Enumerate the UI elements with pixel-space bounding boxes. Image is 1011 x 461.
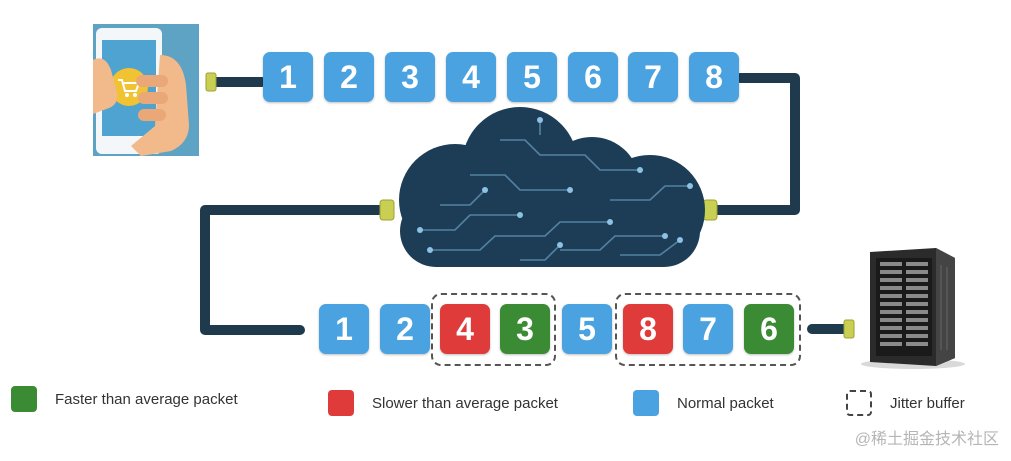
server-tower-icon xyxy=(861,248,965,369)
bottom-packet: 7 xyxy=(683,304,733,354)
jitter-buffer-box xyxy=(615,293,801,366)
network-pipe xyxy=(200,73,852,335)
pipe-connectors xyxy=(205,72,855,339)
slow-packet-swatch xyxy=(328,390,354,416)
bottom-packet: 2 xyxy=(380,304,430,354)
jitter-buffer-swatch xyxy=(846,390,872,416)
legend-jitter: Jitter buffer xyxy=(846,390,965,416)
bottom-packet: 5 xyxy=(562,304,612,354)
top-packet: 5 xyxy=(507,52,557,102)
bottom-packet: 6 xyxy=(744,304,794,354)
top-packet: 4 xyxy=(446,52,496,102)
legend-normal-label: Normal packet xyxy=(677,394,774,412)
fast-packet-swatch xyxy=(11,386,37,412)
jitter-buffer-box xyxy=(431,293,556,366)
legend-slow-label: Slower than average packet xyxy=(372,394,558,412)
bottom-packet: 3 xyxy=(500,304,550,354)
top-packet: 2 xyxy=(324,52,374,102)
connector-server xyxy=(843,319,855,339)
circuit-cloud-icon xyxy=(399,107,705,267)
top-packet: 7 xyxy=(628,52,678,102)
bottom-packet: 8 xyxy=(623,304,673,354)
normal-packet-swatch xyxy=(633,390,659,416)
top-packet: 3 xyxy=(385,52,435,102)
legend-fast-label: Faster than average packet xyxy=(55,390,238,408)
legend-jitter-label: Jitter buffer xyxy=(890,394,965,412)
connector-phone xyxy=(205,72,217,92)
bottom-packet: 1 xyxy=(319,304,369,354)
connector-cloud-left xyxy=(379,199,395,221)
watermark: @稀土掘金技术社区 xyxy=(854,431,999,448)
connector-cloud-right xyxy=(702,199,718,221)
legend-slow: Slower than average packet xyxy=(328,390,558,416)
legend-fast: Faster than average packet xyxy=(11,386,238,412)
top-packet: 8 xyxy=(689,52,739,102)
top-packet: 1 xyxy=(263,52,313,102)
legend-normal: Normal packet xyxy=(633,390,774,416)
smartphone-shopping-cart-icon xyxy=(93,24,199,156)
top-packet: 6 xyxy=(568,52,618,102)
bottom-packet: 4 xyxy=(440,304,490,354)
